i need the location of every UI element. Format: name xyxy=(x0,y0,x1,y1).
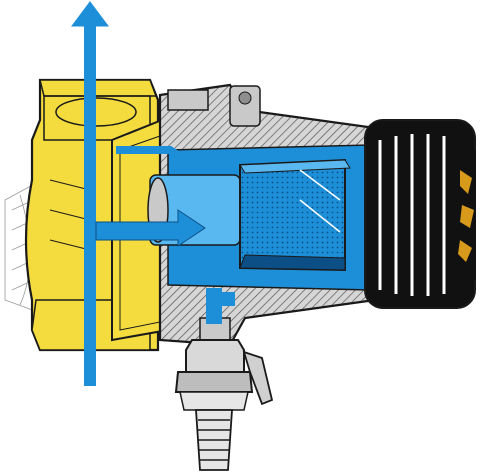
bleed-screw xyxy=(229,85,261,127)
knob-logo-icon xyxy=(458,170,474,262)
drain-outlet xyxy=(206,288,235,324)
hose-nozzle xyxy=(195,409,233,471)
housing-cap xyxy=(167,89,209,111)
vertical-main-flow xyxy=(71,1,109,386)
control-knob xyxy=(364,119,476,309)
top-nut xyxy=(39,79,158,97)
horizontal-filter-inlet xyxy=(95,146,206,247)
drain-valve xyxy=(174,317,274,411)
drain-lever xyxy=(242,350,274,406)
mesh-cartridge xyxy=(239,158,351,272)
